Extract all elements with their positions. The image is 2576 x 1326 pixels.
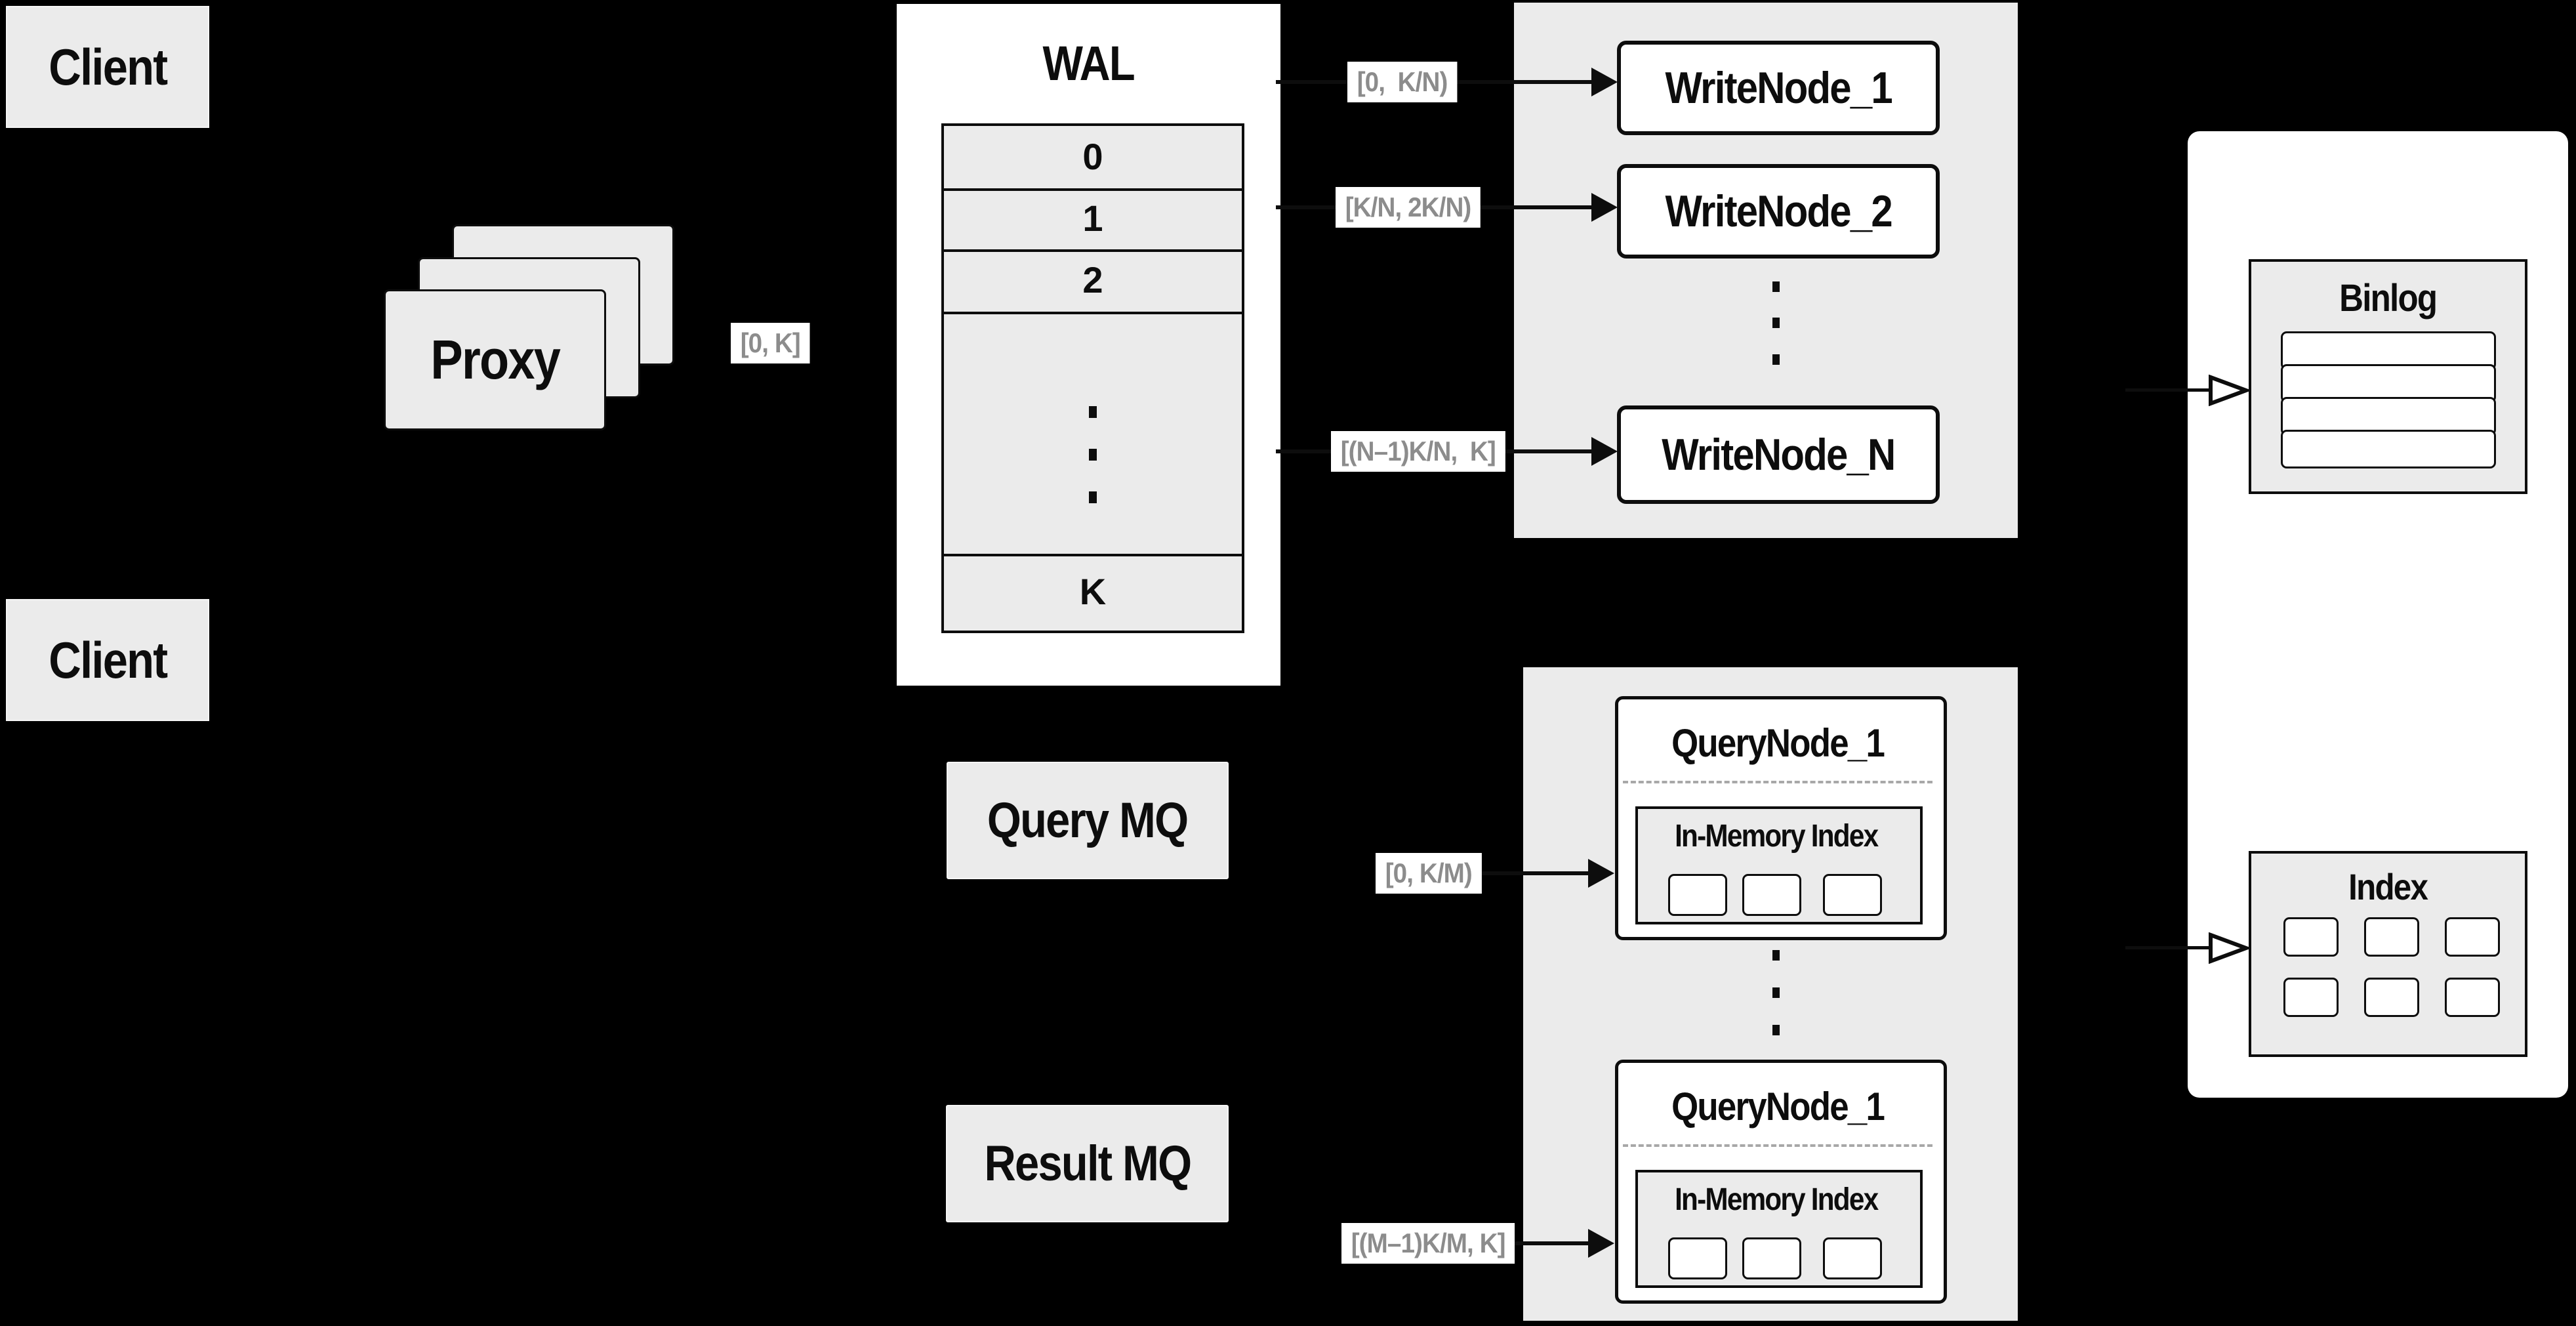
binlog-segment-row <box>2281 397 2496 436</box>
writenode-ellipsis-dot <box>1772 318 1780 328</box>
wal-row-2: 2 <box>1082 259 1103 300</box>
wal-ellipsis-dot <box>1089 449 1097 461</box>
wal-panel: WAL 0 1 2 K <box>897 4 1280 686</box>
writenode-ellipsis-dot <box>1772 281 1780 292</box>
wal-ellipsis-dot <box>1089 406 1097 418</box>
open-arrowhead-binlog-icon <box>2209 375 2249 406</box>
store-engine-panel: Store Engine Binlog Index <box>2188 131 2568 1098</box>
arrowhead-querynode-m-icon <box>1588 1229 1614 1258</box>
arrow-querymq-to-querynode-1 <box>1378 871 1589 875</box>
arrowhead-writenode-n-icon <box>1591 437 1618 466</box>
querynode-ellipsis-dot <box>1772 1025 1780 1035</box>
writenode-2-box: WriteNode_2 <box>1617 164 1940 259</box>
wal-row-divider <box>944 188 1242 191</box>
querynode-ellipsis-dot <box>1772 987 1780 998</box>
index-segment-slot <box>1668 874 1727 916</box>
index-box: Index <box>2249 851 2527 1057</box>
arrowhead-querynode-1-icon <box>1588 859 1614 888</box>
index-file-slot <box>2283 978 2339 1017</box>
index-segment-slot <box>1742 874 1801 916</box>
querynode-m-title: QueryNode_1 <box>1671 1085 1885 1129</box>
querynode-1-title: QueryNode_1 <box>1671 721 1885 765</box>
querynode-1-inmemory-label: In-Memory Index <box>1675 819 1879 854</box>
client-bottom-label: Client <box>48 631 168 689</box>
arrow-writenodes-to-binlog <box>2125 388 2211 392</box>
writenode-2-label: WriteNode_2 <box>1665 186 1892 236</box>
index-file-slot <box>2364 978 2419 1017</box>
open-arrowhead-index-icon <box>2209 932 2249 964</box>
wal-row-0: 0 <box>1082 136 1103 177</box>
result-mq-label: Result MQ <box>984 1136 1192 1191</box>
index-file-slot <box>2445 978 2500 1017</box>
query-mq-box: Query MQ <box>947 762 1229 879</box>
index-file-slot <box>2364 917 2419 957</box>
wal-row-divider <box>944 249 1242 252</box>
index-title: Index <box>2348 866 2429 907</box>
arrowhead-writenode-2-icon <box>1591 193 1618 222</box>
range-label-writenode-2: [K/N, 2K/N) <box>1336 187 1481 228</box>
arrow-querynodes-to-index <box>2125 946 2211 949</box>
querynode-m-inmemory-label: In-Memory Index <box>1675 1182 1879 1217</box>
wal-row-divider <box>944 312 1242 314</box>
querynode-1-dashed-divider <box>1623 781 1932 783</box>
binlog-box: Binlog <box>2249 259 2527 494</box>
index-segment-slot <box>1668 1237 1727 1279</box>
index-file-slot <box>2283 917 2339 957</box>
querynode-m-dashed-divider <box>1623 1144 1932 1147</box>
range-label-writenode-n: [(N–1)K/N, K] <box>1331 431 1505 472</box>
index-file-slot <box>2445 917 2500 957</box>
range-label-querynode-1: [0, K/M) <box>1376 853 1482 894</box>
range-label-querynode-m: [(M–1)K/M, K] <box>1341 1223 1515 1264</box>
wal-row-k: K <box>1079 571 1107 612</box>
index-segment-slot <box>1742 1237 1801 1279</box>
range-label-writenode-1: [0, K/N) <box>1347 62 1458 102</box>
client-top-label: Client <box>48 37 168 96</box>
writenode-n-label: WriteNode_N <box>1662 430 1896 480</box>
index-segment-slot <box>1823 1237 1882 1279</box>
wal-title: WAL <box>1042 36 1135 91</box>
client-top-box: Client <box>6 6 209 128</box>
wal-row-1: 1 <box>1082 197 1103 239</box>
proxy-label: Proxy <box>430 329 560 390</box>
wal-segment-table: 0 1 2 K <box>941 123 1244 633</box>
wal-row-divider <box>944 554 1242 556</box>
arrowhead-writenode-1-icon <box>1591 68 1618 96</box>
proxy-box: Proxy <box>384 289 606 430</box>
writenode-1-label: WriteNode_1 <box>1665 63 1892 113</box>
writenode-ellipsis-dot <box>1772 354 1780 365</box>
writenode-n-box: WriteNode_N <box>1617 405 1940 504</box>
wal-ellipsis-dot <box>1089 491 1097 503</box>
range-label-proxy-wal: [0, K] <box>731 323 810 363</box>
client-bottom-box: Client <box>6 599 209 721</box>
binlog-title: Binlog <box>2339 277 2438 320</box>
index-segment-slot <box>1823 874 1882 916</box>
query-mq-label: Query MQ <box>987 793 1189 848</box>
querynode-ellipsis-dot <box>1772 950 1780 961</box>
result-mq-box: Result MQ <box>946 1105 1229 1222</box>
binlog-segment-row <box>2281 430 2496 468</box>
writenode-1-box: WriteNode_1 <box>1617 41 1940 135</box>
